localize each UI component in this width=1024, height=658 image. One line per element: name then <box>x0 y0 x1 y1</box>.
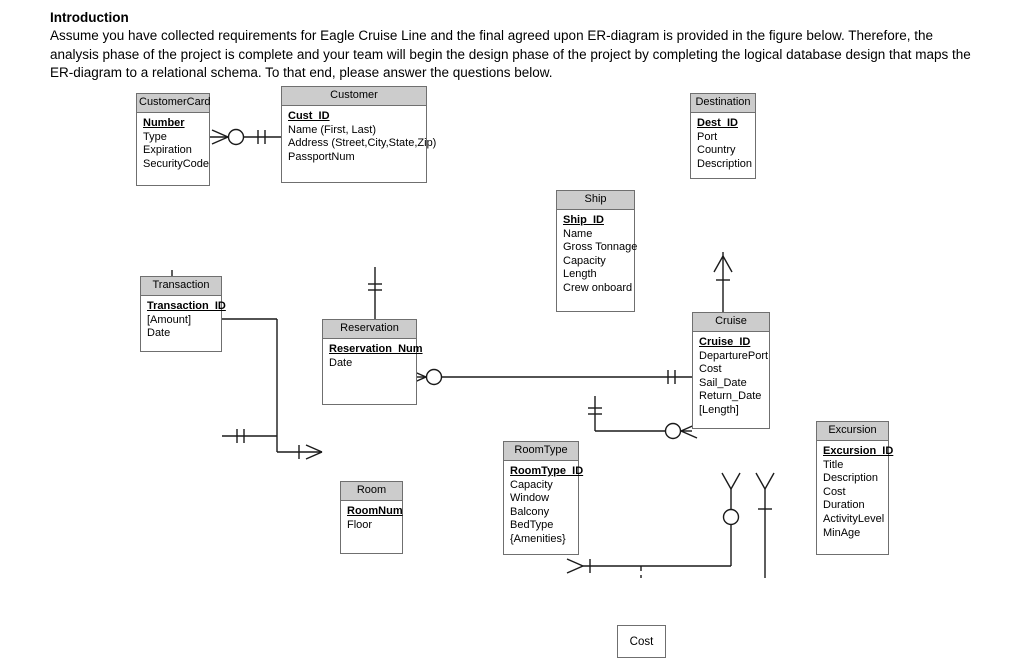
attribute-item: MinAge <box>823 526 861 539</box>
entity-roomtype[interactable]: RoomType RoomType_ID Capacity Window Bal… <box>503 441 584 555</box>
relationship-attribute-cost-label: Cost <box>629 635 654 648</box>
attribute-item: [Length] <box>699 403 739 416</box>
attribute-list: [Amount] Date <box>147 314 216 341</box>
attribute-item: PassportNum <box>288 150 355 163</box>
attribute-item: Country <box>697 144 736 157</box>
relationship-attribute-cost[interactable]: Cost <box>617 625 666 658</box>
entity-cruise-title: Cruise <box>693 313 769 332</box>
attribute-item: Capacity <box>563 254 606 267</box>
attribute-primary-key: Excursion_ID <box>823 445 894 457</box>
attribute-item: Gross Tonnage <box>563 241 638 254</box>
entity-reservation-title: Reservation <box>323 320 416 339</box>
entity-room-body: RoomNum Floor <box>341 501 403 536</box>
entity-destination[interactable]: Destination Dest_ID Port Country Descrip… <box>690 93 756 179</box>
attribute-item: Crew onboard <box>563 281 633 294</box>
er-diagram: CustomerCard Number Type Expiration Secu… <box>0 84 1024 658</box>
attribute-item: Name (First, Last) <box>288 123 377 136</box>
entity-customer[interactable]: Customer Cust_ID Name (First, Last) Addr… <box>281 86 437 183</box>
attribute-item: Port <box>697 130 718 143</box>
entity-excursion[interactable]: Excursion Excursion_ID Title Description… <box>816 421 894 555</box>
entity-cruise[interactable]: Cruise Cruise_ID DeparturePort Cost Sail… <box>692 312 770 429</box>
attribute-item: Name <box>563 227 593 240</box>
attribute-item: ActivityLevel <box>823 512 885 525</box>
entity-roomtype-body: RoomType_ID Capacity Window Balcony BedT… <box>504 461 584 551</box>
attribute-item: Duration <box>823 499 865 512</box>
entity-excursion-body: Excursion_ID Title Description Cost Dura… <box>817 441 894 544</box>
entity-ship-title: Ship <box>557 191 634 210</box>
entity-customer-title: Customer <box>282 87 426 106</box>
attribute-item: SecurityCode <box>143 157 210 170</box>
attribute-item: Title <box>823 458 844 471</box>
entity-room-title: Room <box>341 482 402 501</box>
attribute-item: [Amount] <box>147 313 192 326</box>
attribute-item: Cost <box>699 363 722 376</box>
attribute-primary-key: Reservation_Num <box>329 343 423 355</box>
attribute-primary-key: Number <box>143 117 185 129</box>
attribute-list: Name (First, Last) Address (Street,City,… <box>288 123 437 165</box>
attribute-item: DeparturePort <box>699 349 769 362</box>
attribute-item: Address (Street,City,State,Zip) <box>288 137 437 150</box>
introduction-section: Introduction Assume you have collected r… <box>50 9 980 83</box>
attribute-item: Window <box>510 492 550 505</box>
attribute-item: Cost <box>823 485 846 498</box>
entity-transaction[interactable]: Transaction Transaction_ID [Amount] Date <box>140 276 226 352</box>
attribute-item: Date <box>147 327 171 340</box>
attribute-list: Capacity Window Balcony BedType {Ameniti… <box>510 479 573 547</box>
attribute-list: Type Expiration SecurityCode <box>143 130 210 172</box>
attribute-item: Capacity <box>510 478 553 491</box>
entity-cruise-body: Cruise_ID DeparturePort Cost Sail_Date R… <box>693 332 769 422</box>
attribute-primary-key: Cust_ID <box>288 110 330 122</box>
attribute-primary-key: Cruise_ID <box>699 336 751 348</box>
attribute-list: Floor <box>347 519 397 533</box>
entity-customercard-body: Number Type Expiration SecurityCode <box>137 113 209 175</box>
attribute-item: BedType <box>510 519 554 532</box>
attribute-item: Expiration <box>143 144 192 157</box>
entity-transaction-body: Transaction_ID [Amount] Date <box>141 296 226 345</box>
attribute-item: Type <box>143 130 167 143</box>
attribute-primary-key: Ship_ID <box>563 214 604 226</box>
entity-destination-body: Dest_ID Port Country Description <box>691 113 755 175</box>
attribute-primary-key: RoomNum <box>347 505 403 517</box>
entity-reservation[interactable]: Reservation Reservation_Num Date <box>322 319 423 405</box>
attribute-item: Length <box>563 268 597 281</box>
attribute-item: Balcony <box>510 505 550 518</box>
attribute-item: Sail_Date <box>699 376 747 389</box>
attribute-list: DeparturePort Cost Sail_Date Return_Date… <box>699 349 769 418</box>
entity-destination-title: Destination <box>691 94 755 113</box>
entity-ship-body: Ship_ID Name Gross Tonnage Capacity Leng… <box>557 210 638 300</box>
entity-ship[interactable]: Ship Ship_ID Name Gross Tonnage Capacity… <box>556 190 638 312</box>
attribute-item: {Amenities} <box>510 532 566 545</box>
entity-excursion-title: Excursion <box>817 422 888 441</box>
attribute-primary-key: RoomType_ID <box>510 465 584 477</box>
attribute-list: Port Country Description <box>697 130 753 172</box>
attribute-list: Date <box>329 357 411 371</box>
entity-reservation-body: Reservation_Num Date <box>323 339 423 374</box>
attribute-primary-key: Transaction_ID <box>147 300 226 312</box>
attribute-item: Description <box>697 157 753 170</box>
entity-room[interactable]: Room RoomNum Floor <box>340 481 403 554</box>
attribute-list: Title Description Cost Duration Activity… <box>823 458 885 541</box>
entity-customercard-title: CustomerCard <box>137 94 211 113</box>
entity-transaction-title: Transaction <box>141 277 221 296</box>
introduction-heading: Introduction <box>50 10 129 25</box>
attribute-item: Return_Date <box>699 390 762 403</box>
entity-customercard[interactable]: CustomerCard Number Type Expiration Secu… <box>136 93 211 186</box>
attribute-item: Floor <box>347 518 373 531</box>
entity-customer-body: Cust_ID Name (First, Last) Address (Stre… <box>282 106 437 168</box>
entity-roomtype-title: RoomType <box>504 442 578 461</box>
attribute-item: Description <box>823 472 879 485</box>
attribute-item: Date <box>329 356 353 369</box>
introduction-paragraph: Assume you have collected requirements f… <box>50 28 971 80</box>
attribute-list: Name Gross Tonnage Capacity Length Crew … <box>563 227 638 296</box>
attribute-primary-key: Dest_ID <box>697 117 738 129</box>
